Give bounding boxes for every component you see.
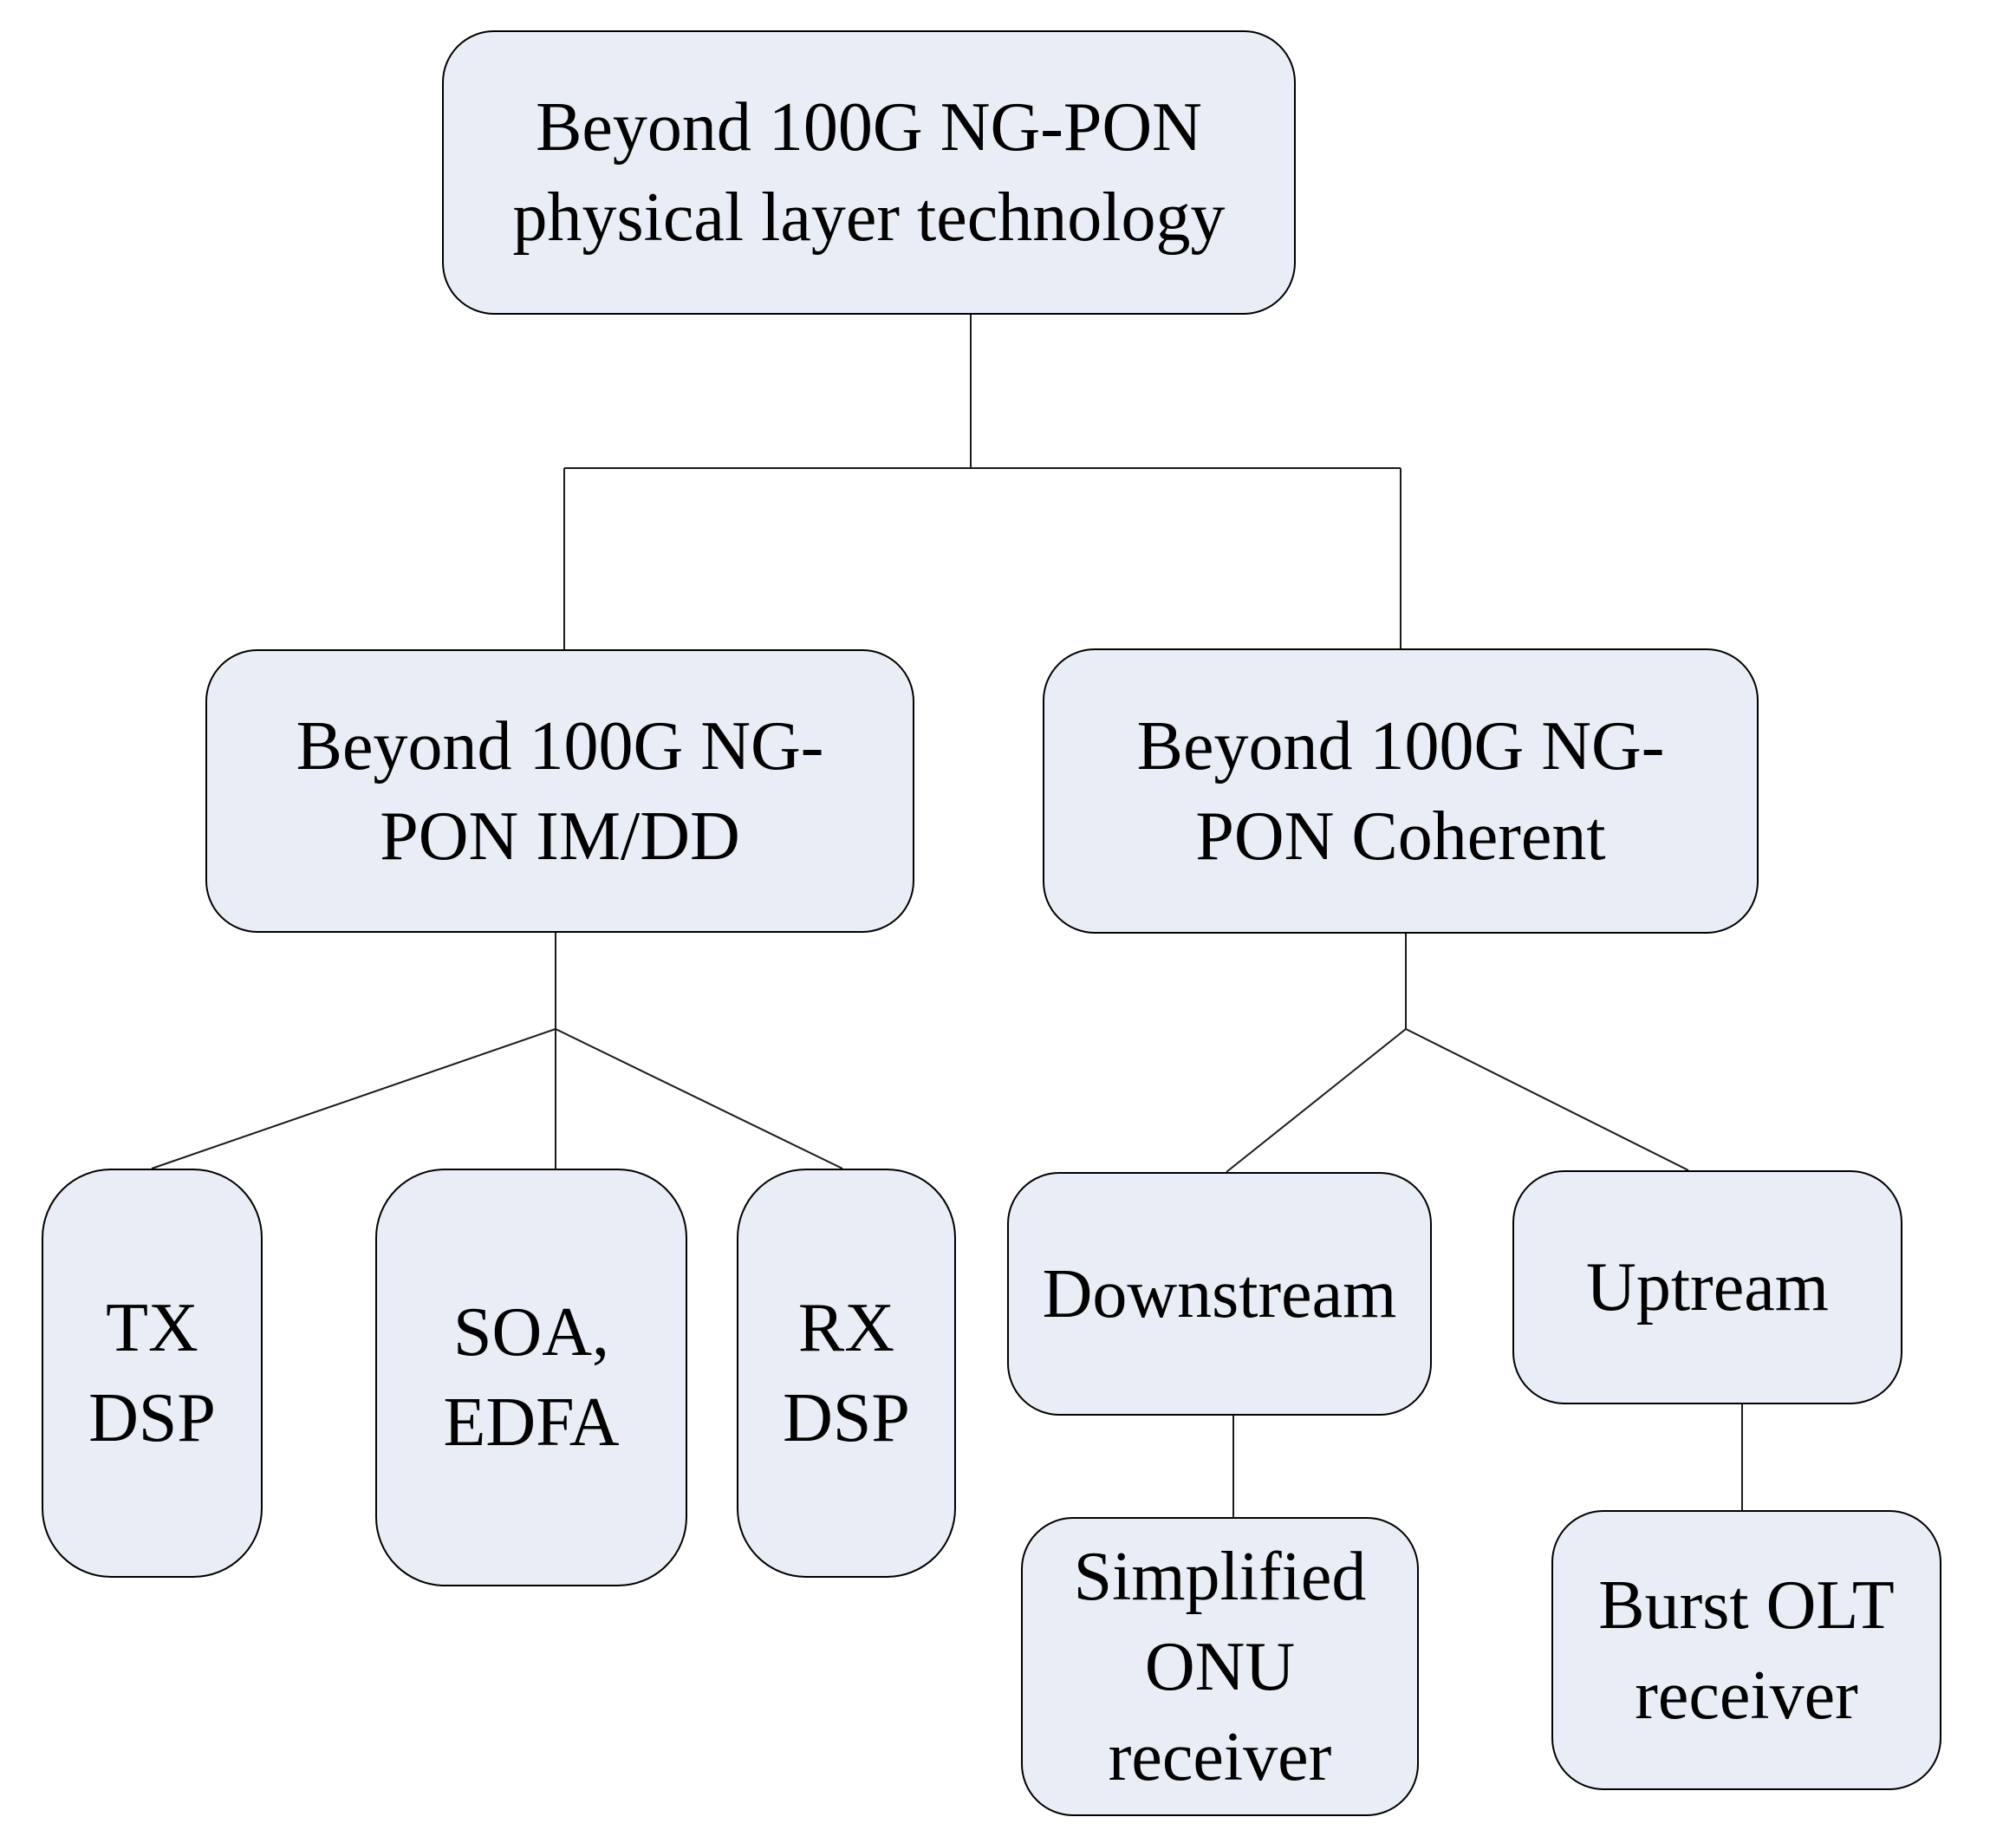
node-burst-line1: Burst OLT bbox=[1598, 1566, 1895, 1644]
node-tx-dsp-line1: TX bbox=[106, 1290, 198, 1366]
node-uptream: Uptream bbox=[1512, 1170, 1902, 1404]
node-onu-line1: Simplified bbox=[1073, 1538, 1367, 1615]
node-coherent-line1: Beyond 100G NG- bbox=[1136, 707, 1665, 785]
node-tx-dsp-line2: DSP bbox=[88, 1380, 216, 1456]
node-rx-dsp-line2: DSP bbox=[783, 1380, 910, 1456]
connector-imdd-to-rxdsp bbox=[555, 1028, 843, 1169]
node-imdd-line1: Beyond 100G NG- bbox=[296, 707, 824, 785]
node-coherent-line2: PON Coherent bbox=[1195, 798, 1606, 875]
node-root: Beyond 100G NG-PON physical layer techno… bbox=[442, 30, 1296, 315]
node-uptream-label: Uptream bbox=[1586, 1249, 1829, 1325]
connector-coherent-to-uptream bbox=[1405, 1028, 1689, 1171]
node-downstream: Downstream bbox=[1007, 1172, 1432, 1416]
node-tx-dsp: TX DSP bbox=[42, 1169, 263, 1578]
node-simplified-onu-receiver: Simplified ONU receiver bbox=[1021, 1517, 1419, 1816]
node-burst-line2: receiver bbox=[1635, 1657, 1858, 1734]
node-soa-edfa-line2: EDFA bbox=[443, 1384, 620, 1461]
node-rx-dsp-line1: RX bbox=[797, 1290, 895, 1366]
node-coherent: Beyond 100G NG- PON Coherent bbox=[1043, 648, 1759, 934]
node-root-line1: Beyond 100G NG-PON bbox=[536, 89, 1202, 166]
node-onu-line3: receiver bbox=[1108, 1718, 1332, 1795]
node-onu-line2: ONU bbox=[1144, 1628, 1296, 1705]
connector-imdd-to-txdsp bbox=[151, 1028, 556, 1169]
node-soa-edfa: SOA, EDFA bbox=[375, 1169, 687, 1586]
node-burst-olt-receiver: Burst OLT receiver bbox=[1551, 1510, 1941, 1790]
node-imdd: Beyond 100G NG- PON IM/DD bbox=[205, 649, 914, 933]
node-soa-edfa-line1: SOA, bbox=[452, 1294, 610, 1371]
node-rx-dsp: RX DSP bbox=[737, 1169, 956, 1578]
connector-coherent-to-downstream bbox=[1226, 1028, 1407, 1173]
node-imdd-line2: PON IM/DD bbox=[380, 798, 740, 875]
node-root-line2: physical layer technology bbox=[512, 179, 1226, 256]
node-downstream-label: Downstream bbox=[1042, 1255, 1397, 1332]
